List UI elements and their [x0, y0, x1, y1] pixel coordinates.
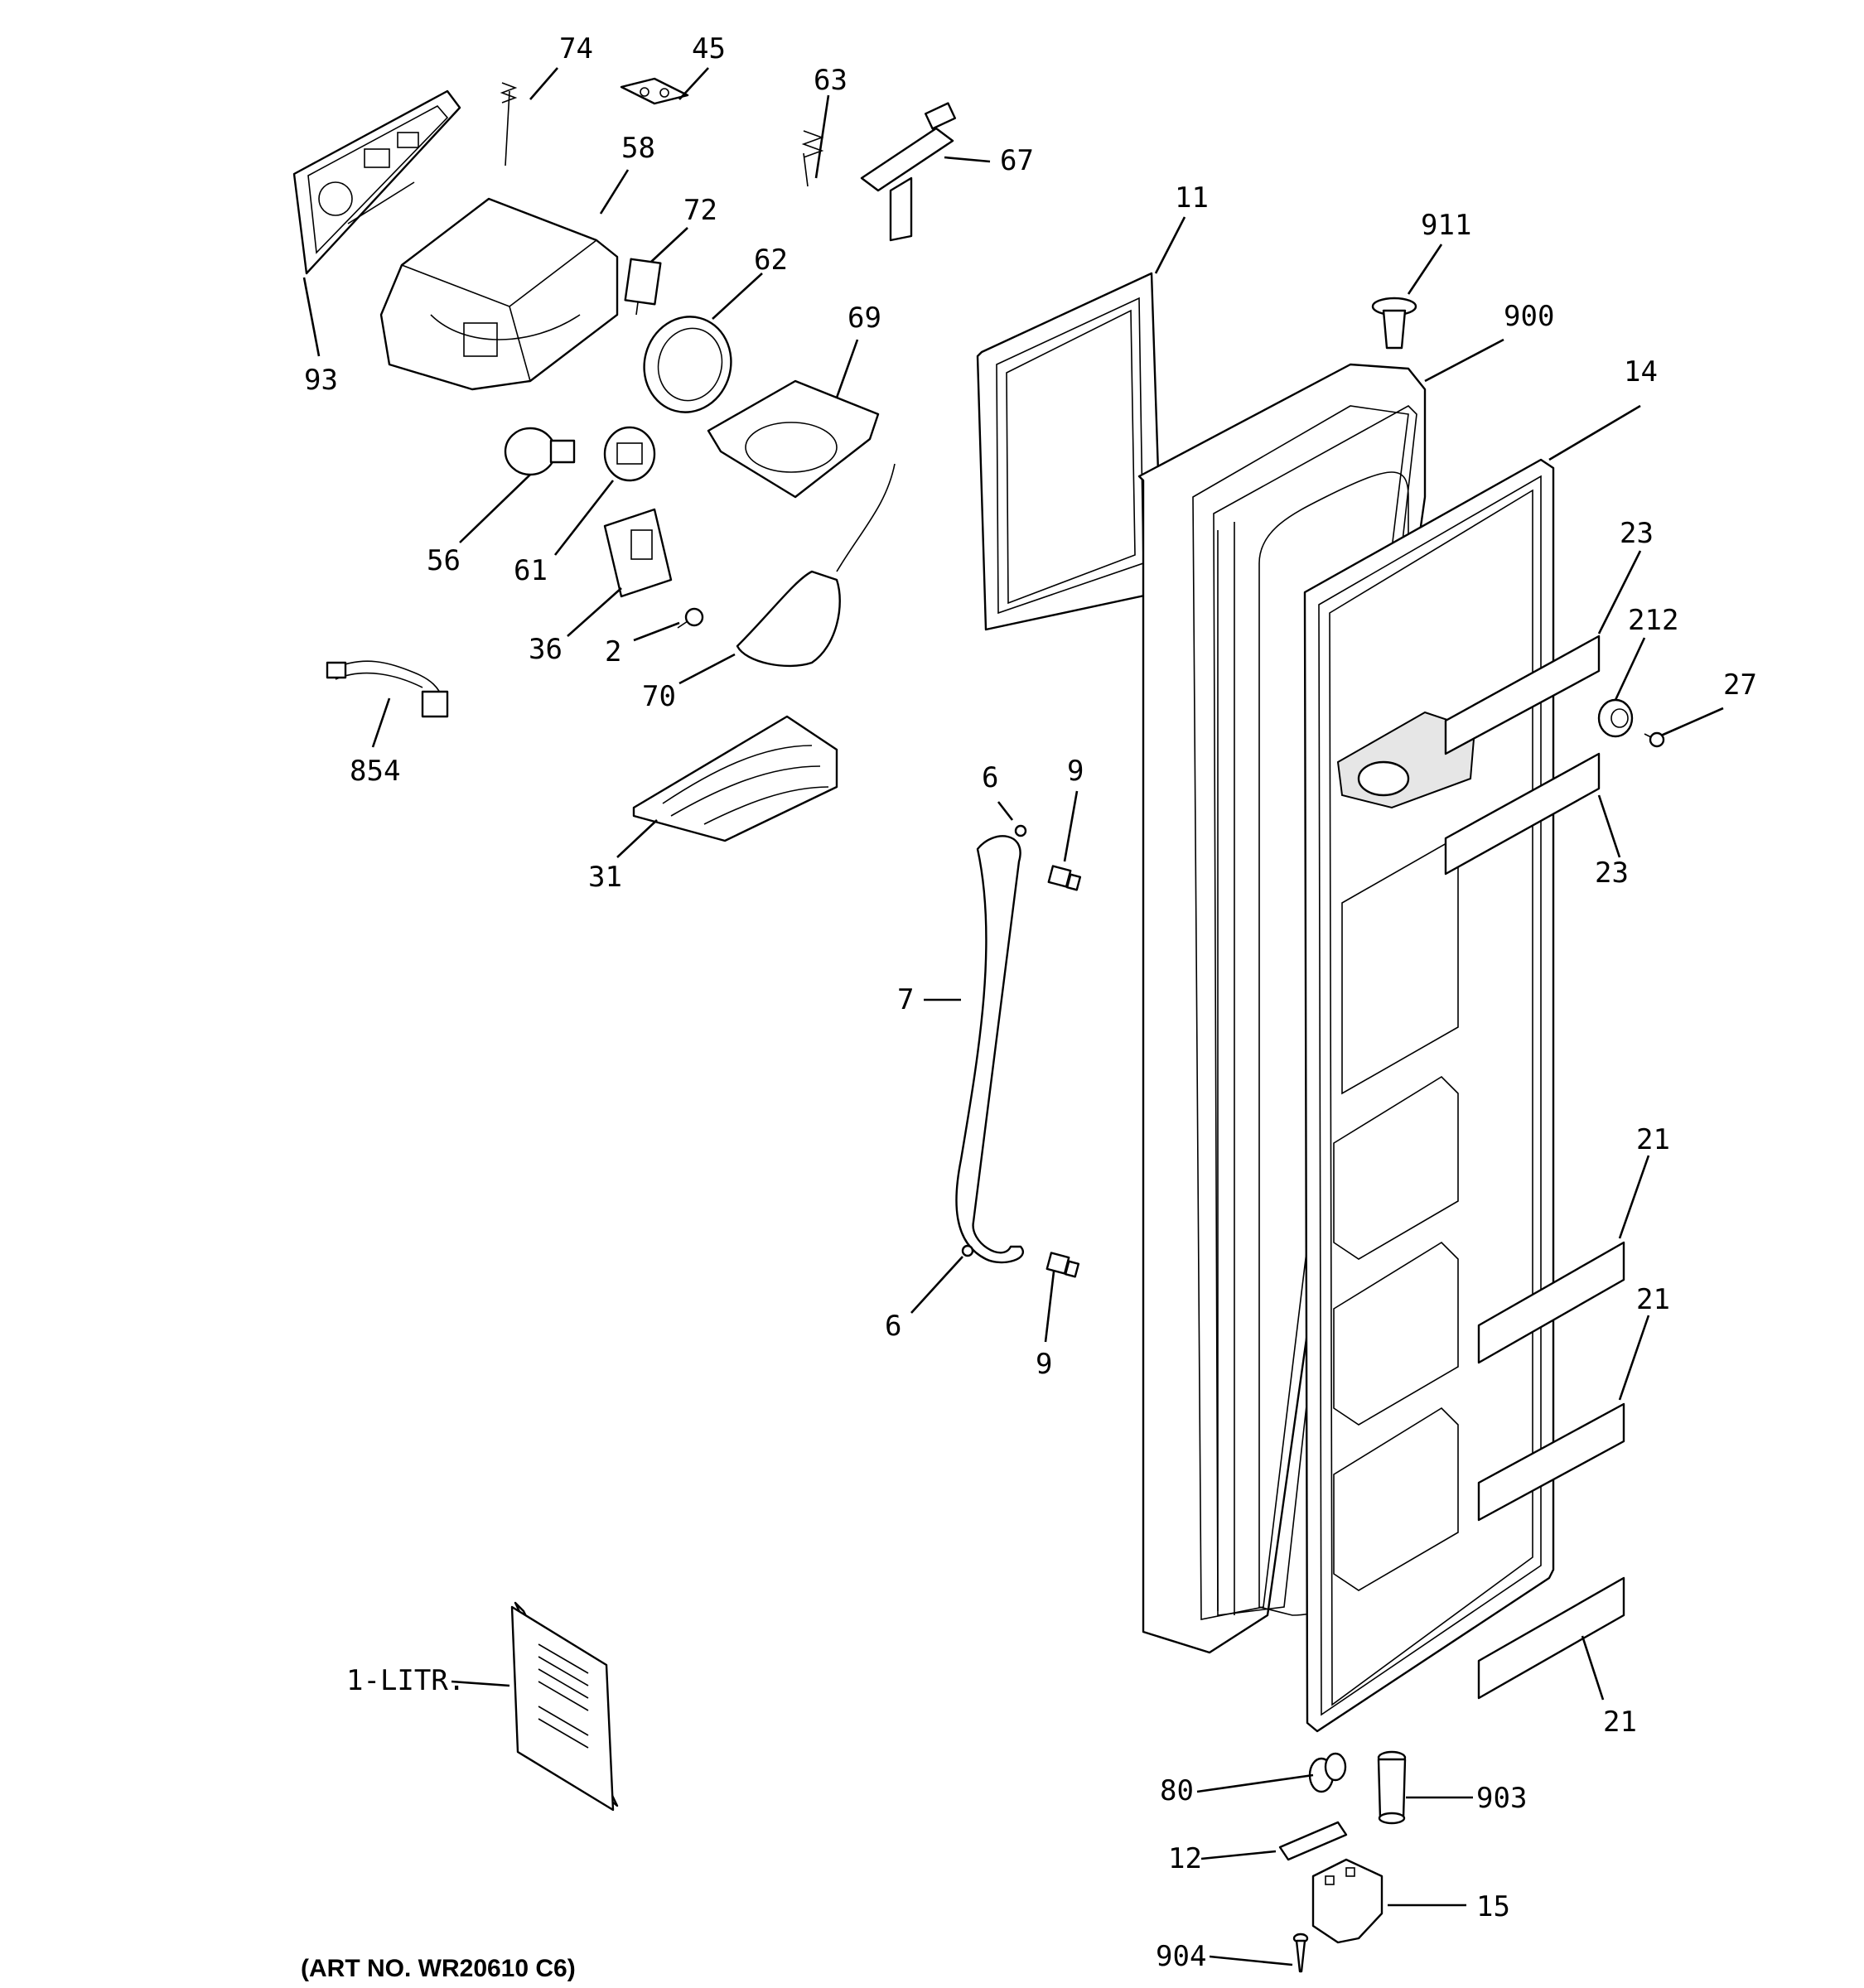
callout-854: 854 — [350, 755, 400, 788]
callout-904: 904 — [1156, 1940, 1206, 1973]
callout-7: 7 — [897, 983, 914, 1016]
callout-1-litr: 1-LITR. — [346, 1664, 465, 1697]
dispenser-housing-part — [379, 197, 619, 391]
mount-part-9-top — [1047, 865, 1082, 891]
callout-11: 11 — [1175, 181, 1209, 215]
callout-21-b: 21 — [1636, 1283, 1670, 1316]
bulb-part-56 — [504, 427, 576, 476]
chute-part-69 — [707, 379, 880, 499]
callout-61: 61 — [514, 554, 548, 587]
screw-part-6-top — [1014, 824, 1027, 837]
door-liner-part-14 — [1303, 458, 1555, 1733]
callout-63: 63 — [814, 64, 847, 97]
shelf-bar-part-23-top — [1444, 635, 1601, 755]
dispenser-frame-part-11 — [976, 272, 1161, 631]
switch-part-72 — [624, 258, 662, 316]
spring-part-74 — [500, 82, 518, 166]
bushing-part-80 — [1308, 1752, 1347, 1793]
sleeve-part-903 — [1377, 1750, 1407, 1825]
screw-part-2 — [677, 607, 704, 629]
callout-72: 72 — [683, 194, 717, 227]
shelf-bar-part-21-a — [1477, 1241, 1625, 1364]
callout-70: 70 — [642, 680, 676, 713]
callout-27: 27 — [1723, 668, 1757, 702]
callout-58: 58 — [621, 132, 655, 165]
lever-part-70 — [736, 463, 896, 668]
plate-part-12 — [1278, 1821, 1348, 1861]
callout-9-top: 9 — [1067, 755, 1084, 788]
callout-69: 69 — [847, 302, 881, 335]
callout-2: 2 — [605, 635, 621, 668]
callout-21-a: 21 — [1636, 1123, 1670, 1156]
callout-31: 31 — [588, 861, 622, 894]
handle-part-7 — [955, 835, 1024, 1264]
callout-36: 36 — [529, 633, 563, 666]
leader-lines — [302, 67, 1724, 1966]
mount-part-36 — [603, 508, 673, 598]
callout-911: 911 — [1421, 209, 1471, 242]
callout-12: 12 — [1168, 1842, 1202, 1875]
actuator-part-67 — [860, 102, 957, 242]
shelf-bar-part-21-b — [1477, 1402, 1625, 1522]
callout-80: 80 — [1160, 1774, 1194, 1807]
drip-tray-part-31 — [632, 715, 838, 842]
callout-900: 900 — [1504, 300, 1554, 333]
callout-67: 67 — [1000, 144, 1034, 177]
screw-part-27 — [1644, 731, 1665, 748]
callout-15: 15 — [1476, 1890, 1510, 1923]
callout-23-bottom: 23 — [1595, 856, 1629, 890]
callout-6-top: 6 — [982, 761, 998, 794]
callout-14: 14 — [1624, 355, 1658, 388]
ring-part-62 — [643, 316, 732, 413]
callout-93: 93 — [304, 364, 338, 397]
art-number-caption: (ART NO. WR20610 C6) — [301, 1955, 576, 1982]
shelf-bar-part-21-c — [1477, 1576, 1625, 1700]
callout-903: 903 — [1476, 1782, 1527, 1815]
callout-23-top: 23 — [1620, 517, 1654, 550]
callout-21-c: 21 — [1603, 1706, 1637, 1739]
callout-labels: 74 45 63 67 58 72 62 69 93 11 911 900 14… — [304, 32, 1757, 1973]
spring-part-63 — [801, 130, 824, 187]
literature-booklet-part — [510, 1601, 619, 1812]
callout-6-bottom: 6 — [885, 1310, 901, 1343]
bracket-part-45 — [620, 77, 689, 105]
callout-45: 45 — [692, 32, 726, 65]
socket-part-61 — [603, 426, 656, 482]
screw-part-6-bottom — [961, 1244, 974, 1257]
cap-part-911 — [1371, 297, 1417, 350]
control-board-part — [292, 89, 461, 275]
screw-part-904 — [1292, 1933, 1309, 1973]
callout-9-bottom: 9 — [1036, 1348, 1052, 1381]
shelf-bar-part-23-bottom — [1444, 752, 1601, 876]
harness-part-854 — [326, 660, 449, 718]
hinge-part-15 — [1311, 1858, 1384, 1944]
callout-62: 62 — [754, 244, 788, 277]
callout-74: 74 — [559, 32, 593, 65]
knob-part-212 — [1597, 698, 1634, 738]
callout-56: 56 — [427, 544, 461, 577]
callout-212: 212 — [1628, 604, 1678, 637]
mount-part-9-bottom — [1045, 1252, 1080, 1278]
